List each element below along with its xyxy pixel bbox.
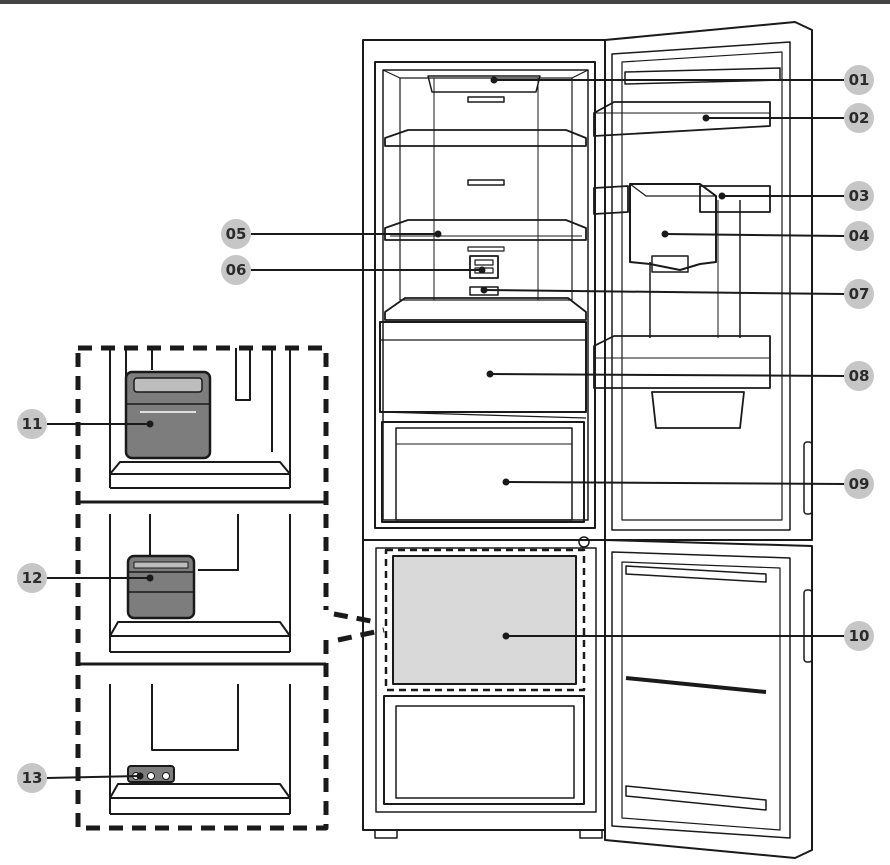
callout-badge-13 [17, 763, 47, 793]
callout-badge-03 [844, 181, 874, 211]
inset-panel-13 [109, 684, 291, 815]
leader-line-04 [664, 233, 845, 237]
leader-dot-07 [480, 286, 488, 294]
callout-12: 12 [17, 563, 154, 593]
inset-panel-11 [109, 348, 291, 489]
leader-dot-04 [661, 230, 669, 238]
refrigerator-cabinet [362, 39, 609, 839]
callout-badge-05 [221, 219, 251, 249]
top-border-line [0, 0, 890, 4]
callout-13: 13 [17, 763, 144, 793]
callout-11: 11 [17, 409, 154, 439]
leader-dot-08 [486, 370, 494, 378]
callout-badge-04 [844, 221, 874, 251]
leader-dot-13 [136, 772, 144, 780]
leader-line-08 [489, 373, 845, 377]
callout-number-02: 02 [849, 109, 870, 127]
callout-10: 10 [502, 621, 874, 651]
leader-dot-12 [146, 574, 154, 582]
callout-number-01: 01 [849, 71, 870, 89]
callout-badge-11 [17, 409, 47, 439]
leader-dot-02 [702, 114, 710, 122]
leader-line-09 [505, 481, 845, 485]
refrigerator-doors [593, 21, 813, 859]
callout-number-12: 12 [22, 569, 43, 587]
callout-badge-07 [844, 279, 874, 309]
callout-number-03: 03 [849, 187, 870, 205]
leader-dot-03 [718, 192, 726, 200]
callout-labels: 01 02 03 04 05 06 07 08 09 10 11 12 13 [17, 65, 874, 793]
callout-badge-01 [844, 65, 874, 95]
callout-09: 09 [502, 469, 874, 499]
callout-06: 06 [221, 255, 486, 285]
callout-number-07: 07 [849, 285, 870, 303]
leader-line-13 [46, 775, 141, 779]
callout-number-09: 09 [849, 475, 870, 493]
callout-number-13: 13 [22, 769, 43, 787]
leader-dot-06 [478, 266, 486, 274]
callout-badge-08 [844, 361, 874, 391]
callout-01: 01 [490, 65, 874, 95]
callout-number-06: 06 [226, 261, 247, 279]
accessory-inset-panels [75, 345, 385, 831]
callout-02: 02 [702, 103, 874, 133]
callout-badge-02 [844, 103, 874, 133]
callout-04: 04 [661, 221, 874, 251]
leader-dot-05 [434, 230, 442, 238]
leader-dot-11 [146, 420, 154, 428]
callout-05: 05 [221, 219, 442, 249]
callout-number-10: 10 [849, 627, 870, 645]
callout-badge-10 [844, 621, 874, 651]
leader-dot-01 [490, 76, 498, 84]
callout-badge-12 [17, 563, 47, 593]
callout-number-04: 04 [849, 227, 870, 245]
leader-dot-10 [502, 632, 510, 640]
callout-badge-06 [221, 255, 251, 285]
callout-07: 07 [480, 279, 874, 309]
callout-badge-09 [844, 469, 874, 499]
inset-panel-12 [109, 514, 291, 653]
callout-number-05: 05 [226, 225, 247, 243]
callout-number-08: 08 [849, 367, 870, 385]
leader-dot-09 [502, 478, 510, 486]
callout-03: 03 [718, 181, 874, 211]
callout-08: 08 [486, 361, 874, 391]
callout-number-11: 11 [22, 415, 43, 433]
leader-line-07 [483, 289, 845, 295]
